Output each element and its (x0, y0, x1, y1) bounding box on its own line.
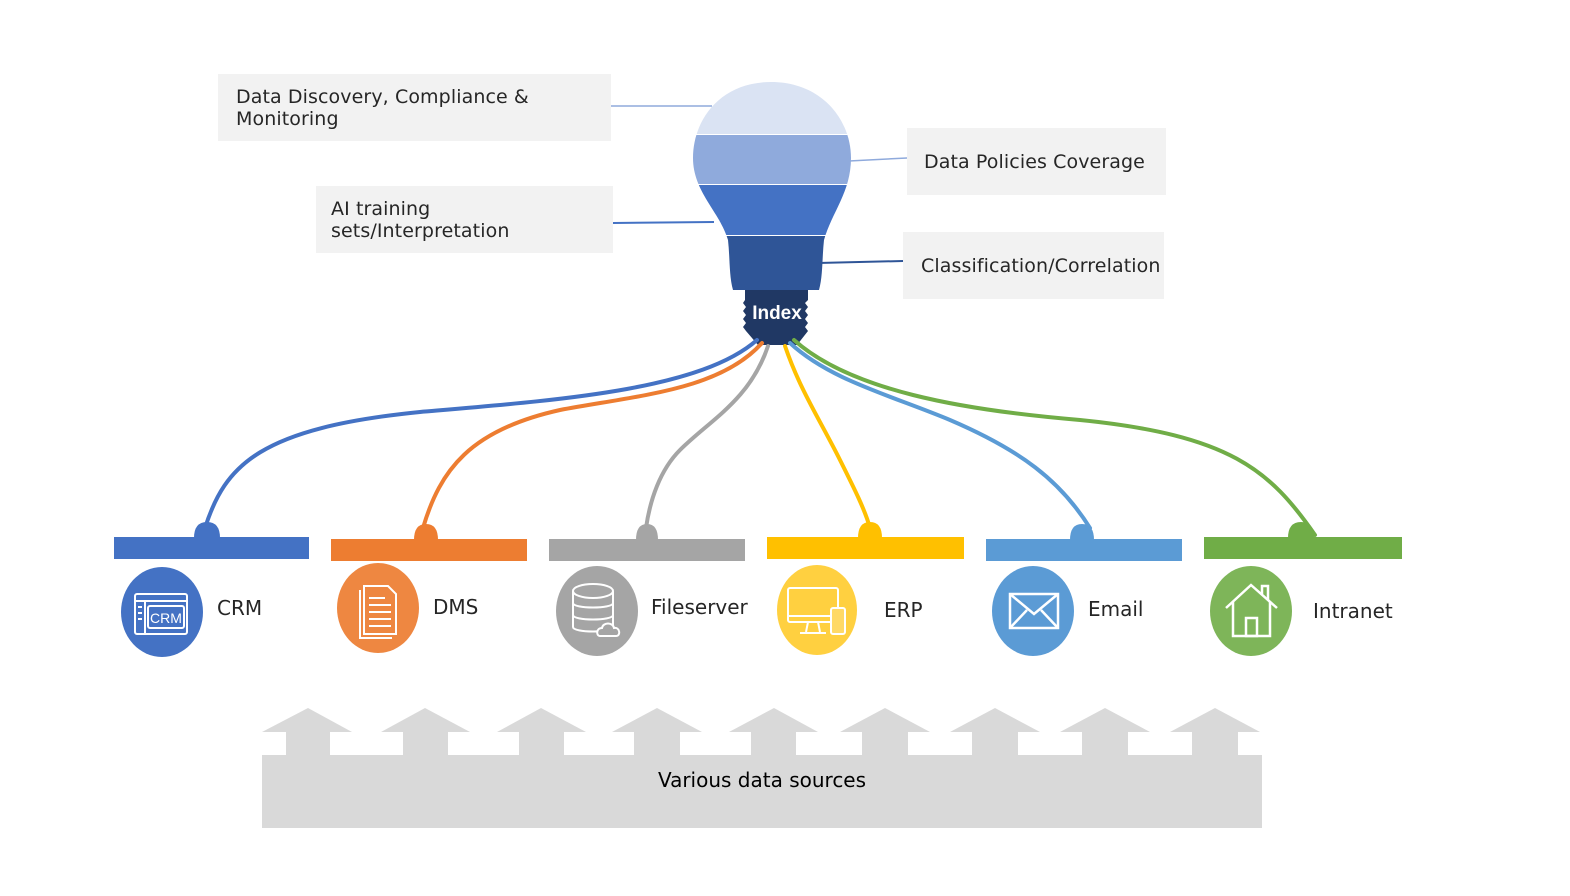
circle-email (992, 566, 1074, 656)
layer-label-policies: Data Policies Coverage (907, 128, 1166, 195)
up-arrow-3 (497, 708, 586, 756)
source-label-erp: ERP (884, 598, 923, 622)
cables (203, 338, 1317, 537)
source-bar-fileserver (549, 539, 745, 561)
source-bar-dms (331, 539, 527, 561)
data-sources-base (262, 708, 1262, 828)
up-arrow-9 (1170, 708, 1260, 756)
source-label-crm: CRM (217, 596, 263, 620)
layer-label-classification-text: Classification/Correlation (921, 254, 1161, 277)
up-arrow-1 (262, 708, 352, 756)
up-arrow-4 (612, 708, 702, 756)
layer-label-discovery: Data Discovery, Compliance & Monitoring (218, 74, 611, 141)
connector-classification (817, 260, 904, 264)
source-label-intranet: Intranet (1313, 599, 1393, 623)
bulb-layer-policies (693, 135, 851, 184)
layer-label-policies-text: Data Policies Coverage (924, 150, 1145, 173)
data-sources-block (262, 755, 1262, 828)
index-label: Index (752, 303, 802, 324)
circle-fileserver (556, 566, 638, 656)
plug-erp (858, 522, 882, 538)
bulb-layer-ai (693, 185, 851, 235)
circle-intranet (1210, 566, 1292, 656)
up-arrow-8 (1060, 708, 1150, 756)
plug-fileserver (636, 524, 658, 540)
source-label-email: Email (1088, 597, 1144, 621)
up-arrow-7 (950, 708, 1040, 756)
cable-crm (203, 338, 759, 530)
source-label-fileserver: Fileserver (651, 595, 748, 619)
crm-icon (134, 593, 188, 635)
source-bar-crm (114, 537, 309, 559)
plug-intranet (1288, 522, 1314, 538)
source-bar-erp (767, 537, 964, 559)
document-icon (359, 585, 397, 639)
house-icon (1225, 583, 1278, 638)
up-arrow-5 (729, 708, 818, 756)
cable-intranet (792, 338, 1317, 537)
plug-email (1070, 524, 1094, 540)
computer-devices-icon (787, 587, 846, 635)
cable-erp (783, 344, 872, 530)
up-arrow-2 (381, 708, 470, 756)
cable-fileserver (644, 344, 770, 530)
layer-label-classification: Classification/Correlation (903, 232, 1164, 299)
envelope-icon (1008, 592, 1060, 630)
bulb-base (743, 290, 808, 345)
source-bar-intranet (1204, 537, 1402, 559)
cable-email (788, 341, 1092, 530)
up-arrow-6 (840, 708, 930, 756)
plug-dms (414, 524, 438, 540)
data-sources-label: Various data sources (657, 768, 867, 792)
bulb-layer-discovery (693, 82, 851, 134)
bulb-layer-classification (693, 236, 851, 290)
layer-label-ai: AI training sets/Interpretation (316, 186, 613, 253)
layer-label-discovery-text: Data Discovery, Compliance & Monitoring (236, 85, 529, 130)
circle-dms (337, 563, 419, 653)
source-bar-email (986, 539, 1182, 561)
connector-policies (848, 157, 908, 162)
layer-label-ai-text: AI training sets/Interpretation (331, 197, 510, 242)
database-cloud-icon (572, 583, 621, 637)
plug-crm (194, 522, 220, 538)
connector-ai (612, 221, 715, 224)
crm-icon-text: CRM (150, 610, 182, 626)
source-label-dms: DMS (433, 595, 479, 619)
cable-dms (421, 341, 764, 530)
